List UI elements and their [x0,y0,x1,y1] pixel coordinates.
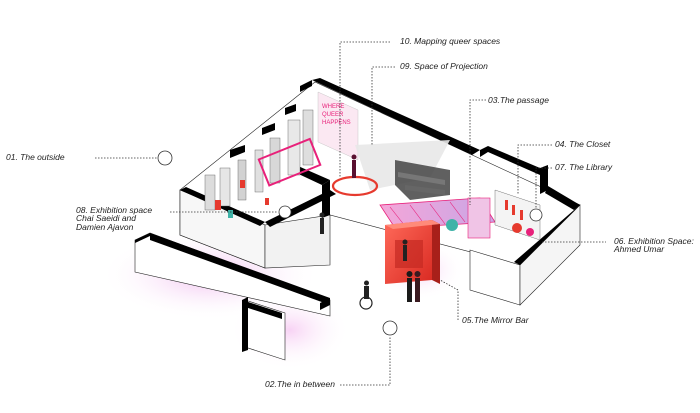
mirror-bar [385,220,440,284]
label-mapping: 10. Mapping queer spaces [400,36,501,46]
label-exhibition-ahmed-artist: Ahmed Umar [614,244,665,254]
label-projection: 09. Space of Projection [400,61,488,71]
closet-library [494,189,541,241]
exhibition-panels [204,109,322,218]
label-closet: 04. The Closet [555,139,611,149]
sign-line-1: WHERE [322,104,344,110]
label-passage: 03.The passage [488,95,549,105]
label-exhibition-chai-artist: Chai Saeidi and Damien Ajavon [76,213,137,232]
label-exhibition-ahmed-title: 06. Exhibition Space: [614,236,694,246]
marker-in-between [382,320,398,336]
label-exhibition-chai-title: 08. Exhibition space [76,205,153,215]
queer-sign: WHERE QUEER HAPPENS [317,91,359,161]
label-outside: 01. The outside [6,152,65,162]
marker-outside [157,150,173,166]
outside-wall [134,232,331,361]
label-library: 07. The Library [555,162,613,172]
people-figures [319,154,421,310]
projection-space [331,140,450,200]
sign-line-3: HAPPENS [322,120,351,126]
marker-exhibition-ahmed [529,208,543,222]
passage [379,197,496,239]
sign-line-2: QUEER [322,112,344,118]
label-in-between: 02.The in between [265,379,335,389]
label-mirror-bar: 05.The Mirror Bar [462,315,529,325]
leader-lines [95,41,606,386]
marker-exhibition-chai [278,205,292,219]
